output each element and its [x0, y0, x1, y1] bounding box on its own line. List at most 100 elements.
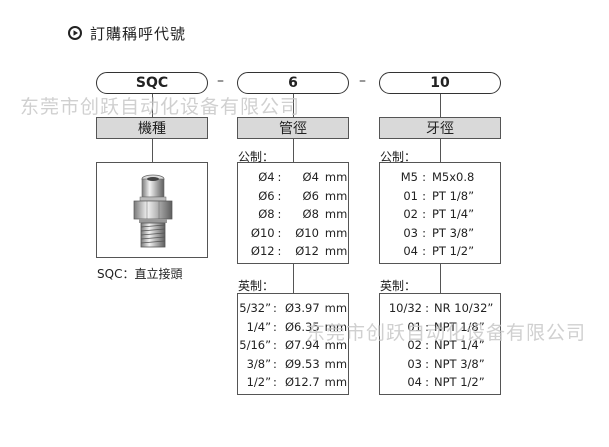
title-text: 訂購稱呼代號: [90, 24, 187, 43]
spec-code: 5/16”: [239, 338, 272, 352]
spec-sep: :: [422, 244, 426, 258]
spec-row: 02: PT 1/4”: [380, 207, 500, 221]
spec-code: 1/2”: [246, 375, 272, 389]
spec-row: 1/4”: Ø6.35 mm: [238, 320, 348, 334]
fitting-image-box: [96, 162, 208, 258]
spec-row: 01:NPT 1/8”: [380, 320, 500, 334]
spec-row: 5/16”: Ø7.94 mm: [238, 338, 348, 352]
spec-value: Ø12.7: [285, 375, 320, 389]
spec-code: M5: [400, 170, 418, 184]
spec-sep: :: [273, 301, 277, 315]
spec-unit: mm: [324, 356, 348, 371]
spec-code: 04: [407, 375, 422, 389]
metric-label: 公制：: [380, 150, 417, 164]
spec-unit: mm: [324, 319, 348, 334]
connector-line: [440, 264, 441, 294]
spec-value: Ø8: [302, 207, 319, 221]
spec-unit: mm: [324, 225, 348, 240]
spec-unit: mm: [324, 170, 348, 184]
metric-label: 公制：: [238, 150, 275, 164]
spec-code: 02: [407, 338, 422, 352]
spec-sep: :: [425, 319, 429, 334]
connector-line: [440, 139, 441, 163]
spec-value: Ø10: [295, 225, 319, 240]
thread-code-pill: 10: [379, 72, 501, 94]
connector-line: [293, 264, 294, 294]
spec-sep: :: [425, 356, 429, 371]
spec-value: Ø4: [302, 170, 319, 184]
connector-line: [152, 139, 153, 163]
spec-unit: mm: [324, 338, 348, 352]
spec-value: NPT 1/2”: [434, 375, 485, 389]
play-circle-icon: [68, 26, 82, 40]
spec-row: 03: NPT 3/8”: [380, 357, 500, 371]
model-header: 機種: [96, 117, 208, 139]
tube-header: 管徑: [237, 117, 349, 139]
spec-sep: :: [422, 207, 426, 221]
watermark-text: 东莞市创跃自动化设备有限公司: [306, 322, 587, 344]
spec-code: Ø8: [258, 207, 275, 221]
spec-code: 01: [403, 188, 418, 203]
spec-code: Ø4: [258, 170, 275, 184]
connector-line: [440, 94, 441, 118]
connector-line: [293, 139, 294, 163]
spec-value: Ø7.94: [285, 338, 320, 352]
spec-value: NR 10/32”: [434, 301, 494, 315]
spec-code: 03: [407, 356, 422, 371]
spec-value: Ø9.53: [285, 356, 320, 371]
spec-row: 3/8”: Ø9.53 mm: [238, 357, 348, 371]
spec-value: PT 3/8”: [432, 225, 475, 240]
spec-code: Ø12: [250, 244, 275, 258]
spec-value: Ø6.35: [285, 319, 320, 334]
spec-row: 03: PT 3/8”: [380, 226, 500, 240]
watermark-text: 东莞市创跃自动化设备有限公司: [20, 96, 301, 118]
spec-unit: mm: [324, 188, 348, 203]
spec-row: 01:PT 1/8”: [380, 189, 500, 203]
spec-row: M5: M5x0.8: [380, 170, 500, 184]
straight-fitting-icon: [133, 174, 173, 248]
spec-value: PT 1/8”: [432, 188, 475, 203]
spec-value: NPT 3/8”: [434, 356, 485, 371]
thread-inch-box: 10/32: NR 10/32” 01:NPT 1/8” 02: NPT 1/4” 03:…: [379, 293, 501, 395]
spec-value: M5x0.8: [432, 170, 475, 184]
spec-code: 1/4”: [246, 319, 272, 334]
spec-sep: :: [273, 338, 277, 352]
thread-header: 牙徑: [379, 117, 501, 139]
spec-sep: :: [277, 207, 282, 221]
spec-sep: :: [273, 319, 277, 334]
inch-label: 英制：: [238, 279, 275, 293]
spec-sep: :: [273, 356, 277, 371]
spec-code: 04: [403, 244, 418, 258]
spec-unit: mm: [324, 244, 348, 258]
spec-sep: :: [425, 338, 429, 352]
model-caption: SQC：直立接頭: [97, 267, 183, 281]
separator-dash: –: [217, 73, 224, 89]
spec-sep: :: [277, 225, 282, 240]
spec-code: 03: [403, 225, 418, 240]
spec-sep: :: [425, 301, 429, 315]
spec-code: 3/8”: [246, 356, 272, 371]
spec-value: Ø6: [302, 188, 319, 203]
spec-code: 10/32: [388, 301, 422, 315]
section-title: 訂購稱呼代號: [68, 22, 186, 44]
spec-unit: mm: [324, 301, 348, 315]
spec-row: 04:NPT 1/2”: [380, 375, 500, 389]
spec-code: 01: [407, 319, 422, 334]
spec-code: 02: [403, 207, 418, 221]
spec-value: PT 1/4”: [432, 207, 475, 221]
spec-row: 10/32: NR 10/32”: [380, 301, 500, 315]
spec-value: PT 1/2”: [432, 244, 475, 258]
spec-sep: :: [422, 225, 426, 240]
spec-row: 04: PT 1/2”: [380, 244, 500, 258]
spec-code: Ø6: [258, 188, 275, 203]
spec-unit: mm: [324, 207, 348, 221]
spec-sep: :: [422, 170, 426, 184]
spec-sep: :: [277, 188, 282, 203]
spec-value: NPT 1/4”: [434, 338, 485, 352]
